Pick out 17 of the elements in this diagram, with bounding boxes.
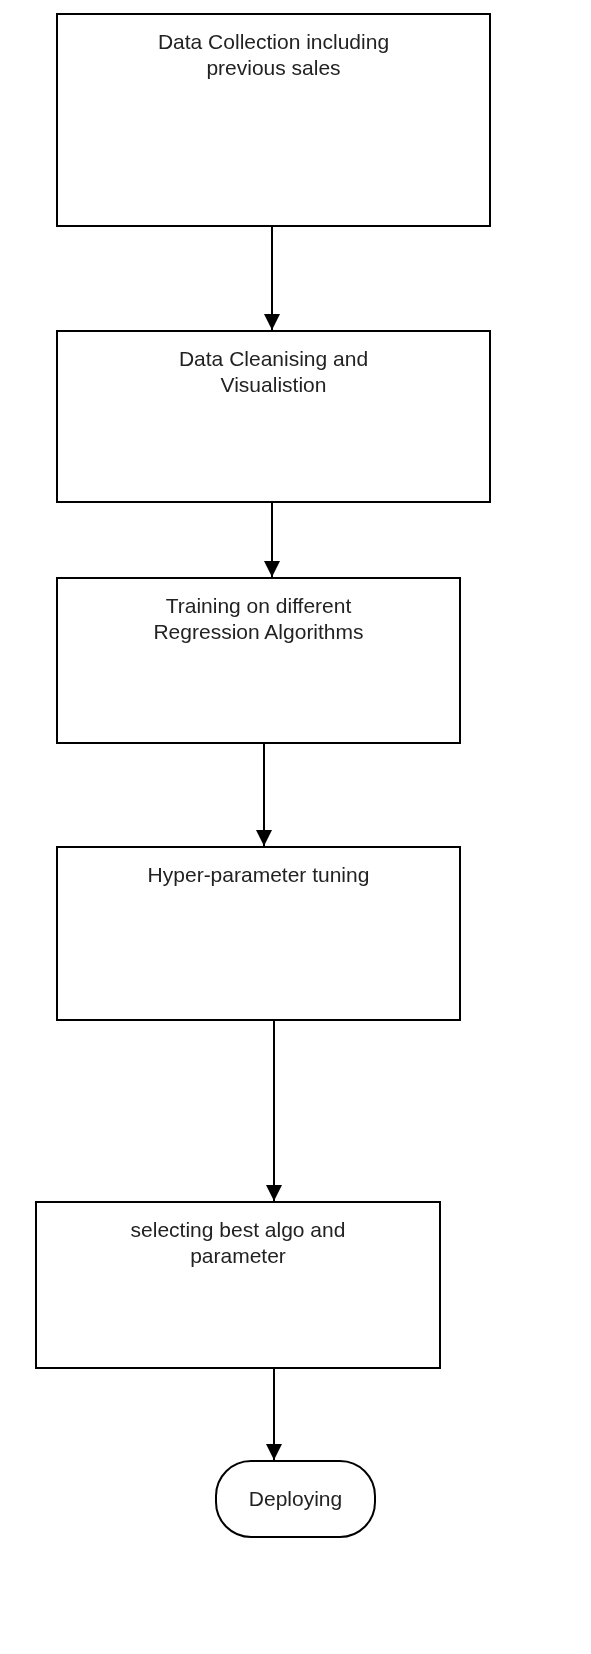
node-label: Deploying [248,1486,343,1512]
arrow [266,1020,282,1202]
node-label: Data Collection including previous sales [156,29,391,81]
node-label: selecting best algo and parameter [129,1217,347,1269]
node-label: Training on different Regression Algorithms [152,593,365,645]
arrow [256,743,272,847]
process-box [56,846,461,1021]
arrow [264,226,280,331]
node-label: Data Cleanising and Visualistion [177,346,370,398]
process-box [35,1201,441,1369]
process-box [56,577,461,744]
arrow [266,1368,282,1461]
process-box [56,13,491,227]
node-label: Hyper-parameter tuning [146,862,371,888]
arrow [264,502,280,578]
terminal-node [215,1460,376,1538]
process-box [56,330,491,503]
